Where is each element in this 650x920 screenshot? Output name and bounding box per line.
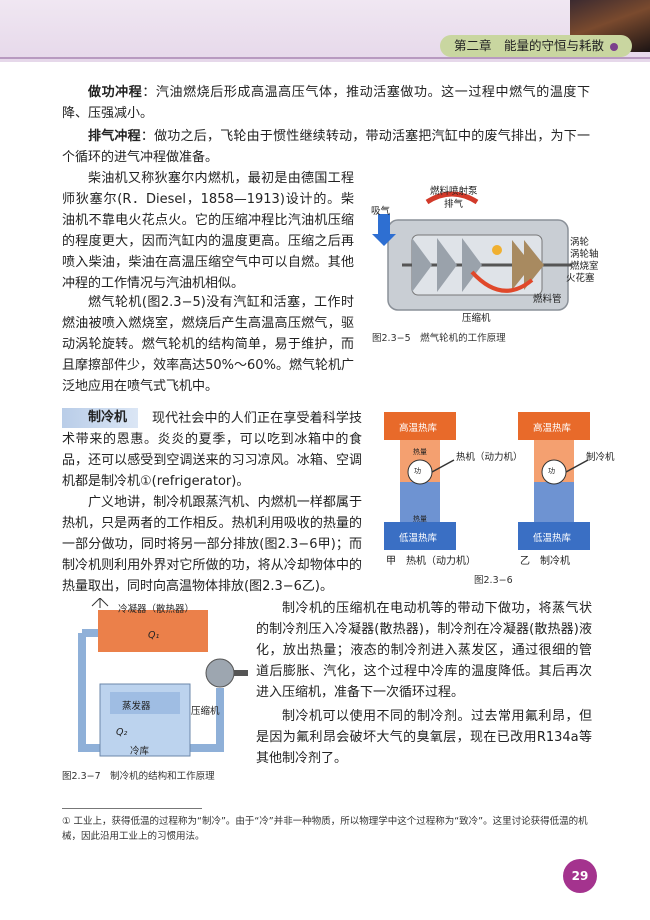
paragraph-text: ：汽油燃烧后形成高温高压气体，推动活塞做功。这一过程中燃气的温度下降、压强减小。 bbox=[62, 85, 590, 121]
keyword: 排气冲程 bbox=[88, 129, 141, 144]
label-fuel-pipe: 燃料管 bbox=[533, 294, 562, 305]
cold-label-a: 低温热库 bbox=[399, 533, 438, 544]
heat-out-arrow-icon bbox=[91, 598, 109, 608]
footnote: ① 工业上，获得低温的过程称为“制冷”。由于“冷”并非一种物质，所以物理学中这个… bbox=[62, 816, 588, 842]
compressor-label: 压缩机 bbox=[191, 706, 220, 717]
intake-arrow-icon bbox=[372, 214, 396, 246]
label-combustion-chamber: 燃烧室 bbox=[570, 261, 599, 272]
combustion-flame-icon bbox=[492, 245, 502, 255]
label-intake: 吸气 bbox=[371, 206, 391, 217]
label-exhaust: 排气 bbox=[444, 199, 464, 210]
compressor-circle bbox=[205, 658, 235, 688]
heat-flow-a-lower bbox=[400, 482, 440, 522]
work-arrow-b-icon bbox=[565, 459, 589, 473]
compressor-blades bbox=[412, 238, 482, 292]
refrigerator-label: 制冷机 bbox=[586, 452, 615, 463]
cold-reservoir-b bbox=[518, 522, 590, 550]
paragraph-power-stroke: 做功冲程：汽油燃烧后形成高温高压气体，推动活塞做功。这一过程中燃气的温度下降、压… bbox=[62, 82, 590, 124]
paragraph-exhaust-stroke: 排气冲程：做功之后，飞轮由于惯性继续转动，带动活塞把汽缸中的废气排出，为下一个循… bbox=[62, 126, 590, 168]
hot-reservoir-a bbox=[384, 412, 456, 440]
paragraph-diesel: 柴油机又称狄塞尔内燃机，最初是由德国工程师狄塞尔(R．Diesel，1858—1… bbox=[62, 171, 354, 291]
cold-reservoir-a bbox=[384, 522, 456, 550]
paragraph-text: ：做功之后，飞轮由于惯性继续转动，带动活塞把汽缸中的废气排出，为下一个循环的进气… bbox=[62, 129, 590, 165]
cold-label-b: 低温热库 bbox=[533, 533, 572, 544]
evaporator-box bbox=[110, 692, 180, 714]
paragraph-gas-turbine: 燃气轮机(图2.3−5)没有汽缸和活塞，工作时燃油被喷入燃烧室，燃烧后产生高温高… bbox=[62, 295, 354, 394]
hot-reservoir-b bbox=[518, 412, 590, 440]
subcaption-heat-engine: 甲 热机（动力机） bbox=[386, 556, 476, 567]
evaporator-label: 蒸发器 bbox=[122, 701, 151, 712]
work-label-a: 功 bbox=[414, 467, 421, 475]
label-turbine: 涡轮 bbox=[570, 237, 590, 248]
hot-label-a: 高温热库 bbox=[399, 423, 438, 434]
condenser-label: 冷凝器（散热器） bbox=[118, 604, 195, 615]
q2-label: Q₂ bbox=[116, 727, 128, 738]
label-compressor: 压缩机 bbox=[462, 313, 491, 324]
keyword: 做功冲程 bbox=[88, 85, 143, 100]
paragraph-compressor: 制冷机的压缩机在电动机等的带动下做功，将蒸气状的制冷剂压入冷凝器(散热器)，制冷… bbox=[256, 601, 592, 700]
q1-label: Q₁ bbox=[148, 630, 160, 641]
compressor-shaft bbox=[234, 670, 248, 676]
refrigerator-structure-figure bbox=[78, 598, 248, 757]
heat-q2-label: 热量 bbox=[413, 515, 427, 523]
condenser-box bbox=[98, 610, 208, 652]
gas-turbine-figure bbox=[372, 191, 572, 311]
cold-store-label: 冷库 bbox=[130, 746, 150, 757]
chapter-label: 第二章 能量的守恒与耗散 bbox=[439, 35, 632, 57]
heat-engine-label: 热机（动力机） bbox=[456, 452, 523, 463]
label-spark-plug: 火花塞 bbox=[566, 273, 595, 284]
hot-label-b: 高温热库 bbox=[533, 423, 572, 434]
work-arrow-a-icon bbox=[431, 459, 455, 473]
exhaust-arrow-icon bbox=[425, 191, 479, 205]
subcaption-refrigerator: 乙 制冷机 bbox=[520, 556, 570, 567]
turbine-blades bbox=[512, 240, 544, 290]
heat-engine-diagram bbox=[384, 412, 590, 550]
paragraph-refrigerant: 制冷机可以使用不同的制冷剂。过去常用氟利昂，但是因为氟利昂会破坏大气的臭氧层，现… bbox=[256, 709, 592, 766]
section-heading-text: 制冷机 bbox=[88, 410, 128, 425]
figure-caption-2-3-5: 图2.3−5 燃气轮机的工作原理 bbox=[372, 333, 506, 344]
figure-caption-2-3-6: 图2.3−6 bbox=[474, 575, 513, 586]
work-label-b: 功 bbox=[548, 467, 555, 475]
paragraph-refrigeration-principle: 广义地讲，制冷机跟蒸汽机、内燃机一样都属于热机，只是两者的工作相反。热机利用吸收… bbox=[62, 495, 362, 594]
chapter-dot-icon bbox=[610, 42, 618, 51]
figure-caption-2-3-7: 图2.3−7 制冷机的结构和工作原理 bbox=[62, 771, 215, 782]
footnote-rule bbox=[62, 808, 202, 809]
flame-path-icon bbox=[470, 270, 534, 293]
heat-flow-b-lower bbox=[534, 482, 574, 522]
page-number: 29 bbox=[563, 859, 597, 893]
header-rule bbox=[0, 57, 650, 59]
heat-q1-label: 热量 bbox=[413, 448, 427, 456]
paragraph-refrigeration-intro: 现代社会中的人们正在享受着科学技术带来的恩惠。炎炎的夏季，可以吃到冰箱中的食品，… bbox=[62, 411, 362, 489]
section-heading: 制冷机 bbox=[62, 408, 138, 428]
label-turbine-shaft: 涡轮轴 bbox=[570, 249, 599, 260]
label-fuel-pump: 燃料喷射泵 bbox=[430, 186, 478, 197]
